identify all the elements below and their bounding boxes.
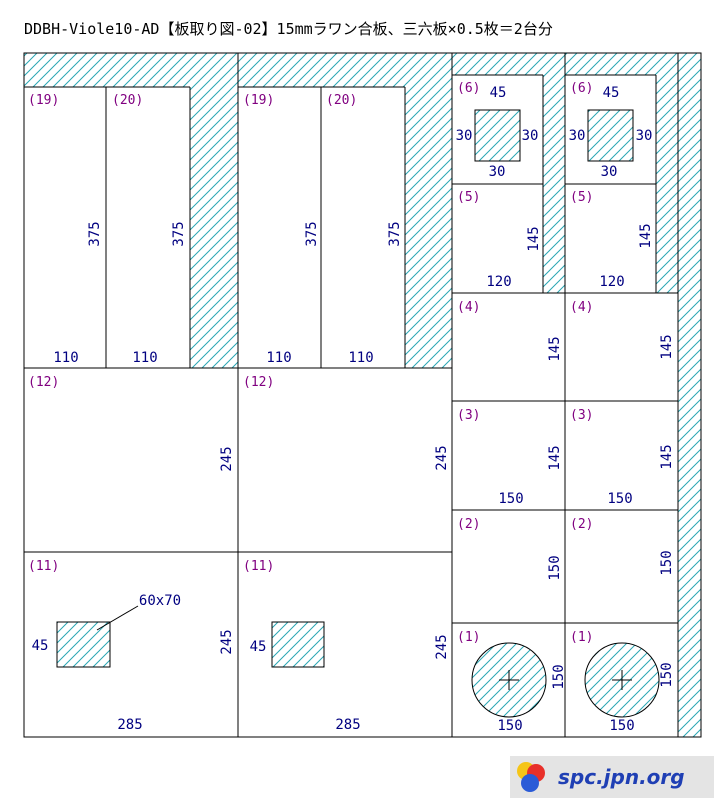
dimension-label: 45	[250, 639, 267, 655]
part-id: (20)	[326, 93, 357, 108]
part-id: (2)	[457, 517, 480, 532]
dimension-label: 30	[456, 128, 473, 144]
diagram-title: DDBH-Viole10-AD【板取り図-02】15mmラワン合板、三六板×0.…	[24, 20, 553, 38]
dimension-label: 145	[659, 444, 675, 469]
part-id: (3)	[570, 408, 593, 423]
dimension-label: 145	[547, 336, 563, 361]
dimension-label: 285	[117, 717, 142, 733]
dimension-label: 245	[434, 445, 450, 470]
part-id: (2)	[570, 517, 593, 532]
waste-top-middle	[238, 53, 452, 87]
dimension-label: 150	[498, 491, 523, 507]
dimension-label: 30	[569, 128, 586, 144]
dimension-label: 375	[87, 221, 103, 246]
dimensions-vertical: 375 375 375 375 245 245 245 245 145 145 …	[87, 221, 675, 689]
dimension-label: 150	[497, 718, 522, 734]
waste-right-middle	[405, 87, 452, 368]
dimension-label: 45	[490, 85, 507, 101]
part-id: (6)	[457, 81, 480, 96]
holes	[56, 109, 660, 718]
dimension-label: 145	[638, 223, 654, 248]
dimension-label: 45	[603, 85, 620, 101]
waste-right-edge	[678, 53, 701, 737]
dimension-label: 110	[266, 350, 291, 366]
dimension-label: 110	[53, 350, 78, 366]
hole-6a	[474, 109, 521, 162]
part-id: (12)	[28, 375, 59, 390]
dimension-label: 150	[551, 664, 567, 689]
dimension-label: 150	[547, 555, 563, 580]
part-id: (4)	[570, 300, 593, 315]
part-id: (19)	[243, 93, 274, 108]
dimension-label: 245	[219, 446, 235, 471]
part-id: (5)	[457, 190, 480, 205]
part-id: (11)	[28, 559, 59, 574]
dimension-label: 45	[32, 638, 49, 654]
dimension-label: 30	[636, 128, 653, 144]
dimension-label: 110	[348, 350, 373, 366]
board-outline	[23, 52, 702, 738]
hole-size-label: 60x70	[139, 593, 181, 609]
spc-logo-icon	[517, 762, 545, 792]
part-ids: (19) (20) (19) (20) (12) (12) (11) (11) …	[28, 81, 593, 645]
dimension-label: 245	[434, 634, 450, 659]
dimension-label: 245	[219, 629, 235, 654]
part-id: (19)	[28, 93, 59, 108]
part-id: (12)	[243, 375, 274, 390]
hole-6b	[587, 109, 634, 162]
waste-regions	[24, 53, 701, 737]
site-url: spc.jpn.org	[558, 765, 685, 789]
site-logo: spc.jpn.org	[510, 756, 714, 798]
part-id: (3)	[457, 408, 480, 423]
dimension-label: 375	[171, 221, 187, 246]
hole-11b	[271, 621, 325, 668]
dimension-label: 110	[132, 350, 157, 366]
dimension-label: 150	[659, 550, 675, 575]
part-id: (1)	[570, 630, 593, 645]
waste-top-col-a	[452, 53, 565, 75]
waste-top-left	[24, 53, 238, 87]
dimension-label: 375	[304, 221, 320, 246]
part-id: (4)	[457, 300, 480, 315]
dimensions-horizontal: 110 110 110 110 285 285 60x70 45 45 45 3…	[32, 85, 653, 734]
dimension-label: 145	[659, 334, 675, 359]
part-id: (1)	[457, 630, 480, 645]
part-id: (6)	[570, 81, 593, 96]
leader-11a	[96, 605, 139, 631]
dimension-label: 150	[659, 662, 675, 687]
hole-11a	[56, 621, 111, 668]
part-id: (11)	[243, 559, 274, 574]
dimension-label: 145	[526, 226, 542, 251]
dimension-label: 150	[607, 491, 632, 507]
part-id: (20)	[112, 93, 143, 108]
dimension-label: 150	[609, 718, 634, 734]
waste-right-col-a	[543, 75, 565, 293]
cut-lines	[23, 52, 702, 738]
waste-right-col-b	[656, 75, 678, 293]
dimension-label: 145	[547, 445, 563, 470]
dimension-label: 120	[599, 274, 624, 290]
part-id: (5)	[570, 190, 593, 205]
dimension-label: 375	[387, 221, 403, 246]
waste-top-col-b	[565, 53, 678, 75]
dimension-label: 30	[489, 164, 506, 180]
dimension-label: 285	[335, 717, 360, 733]
dimension-label: 30	[601, 164, 618, 180]
dimension-label: 30	[522, 128, 539, 144]
dimension-label: 120	[486, 274, 511, 290]
waste-right-left	[190, 87, 238, 368]
